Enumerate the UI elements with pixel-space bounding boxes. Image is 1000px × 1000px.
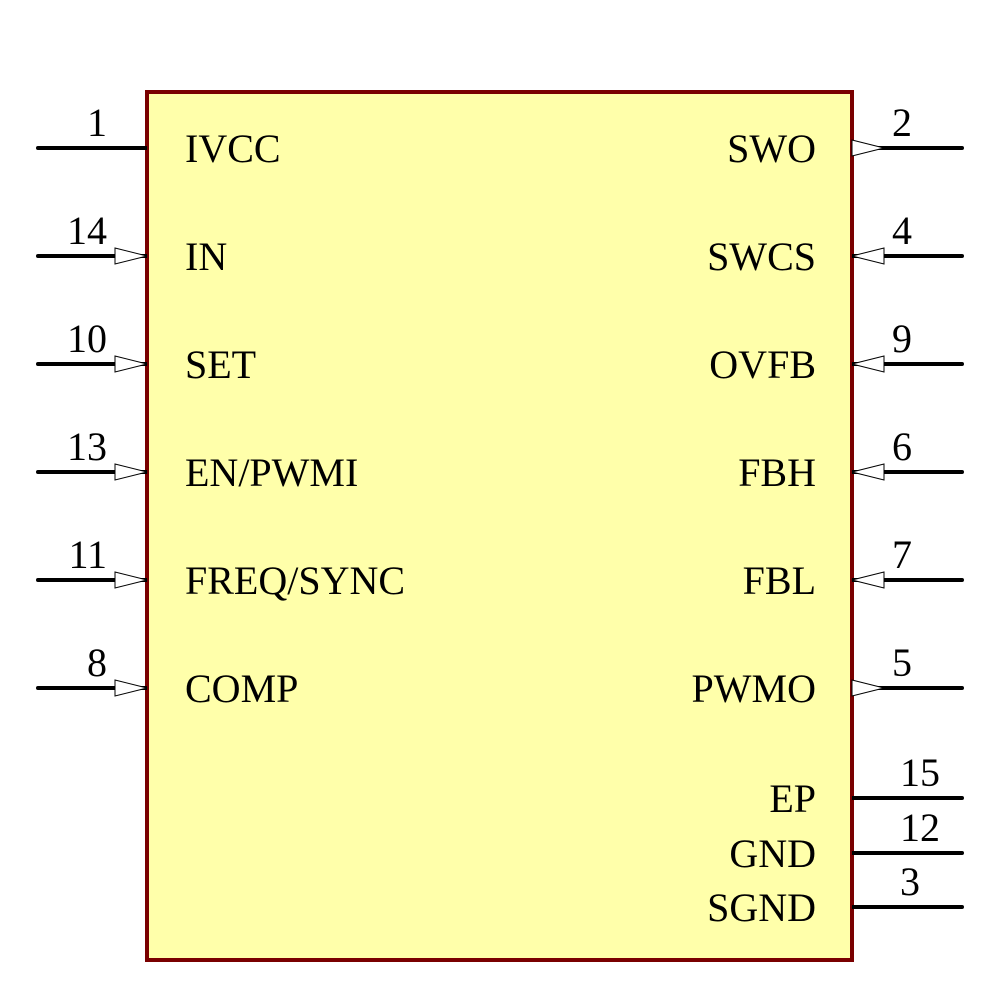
pin-arrow-pwmo-icon xyxy=(851,679,885,697)
pin-number-in: 14 xyxy=(67,208,107,253)
pin-number-ivcc: 1 xyxy=(87,100,107,145)
pin-arrow-en-pwmi-icon xyxy=(114,463,148,481)
ic-body xyxy=(145,90,854,962)
pin-end-in[interactable] xyxy=(36,254,40,258)
pin-arrow-set-icon xyxy=(114,355,148,373)
pin-arrow-fbh-icon xyxy=(851,463,885,481)
pin-name-swcs: SWCS xyxy=(707,234,816,279)
pin-name-fbh: FBH xyxy=(738,450,816,495)
pin-end-freq-sync[interactable] xyxy=(36,578,40,582)
pin-arrow-swo-icon xyxy=(851,139,885,157)
pin-end-swo[interactable] xyxy=(960,146,964,150)
pin-name-gnd: GND xyxy=(729,831,816,876)
pin-end-swcs[interactable] xyxy=(960,254,964,258)
pin-name-ovfb: OVFB xyxy=(709,342,816,387)
pin-end-pwmo[interactable] xyxy=(960,686,964,690)
pin-end-ovfb[interactable] xyxy=(960,362,964,366)
pin-number-pwmo: 5 xyxy=(892,640,912,685)
pin-number-comp: 8 xyxy=(87,640,107,685)
pin-number-set: 10 xyxy=(67,316,107,361)
pin-name-fbl: FBL xyxy=(743,558,816,603)
pin-name-en-pwmi: EN/PWMI xyxy=(185,450,358,495)
pin-name-freq-sync: FREQ/SYNC xyxy=(185,558,405,603)
pin-number-freq-sync: 11 xyxy=(68,532,107,577)
pin-number-gnd: 12 xyxy=(900,805,940,850)
pin-name-comp: COMP xyxy=(185,666,298,711)
pin-end-fbh[interactable] xyxy=(960,470,964,474)
pin-end-gnd[interactable] xyxy=(960,851,964,855)
pin-name-in: IN xyxy=(185,234,227,279)
pin-name-sgnd: SGND xyxy=(707,885,816,930)
pin-name-swo: SWO xyxy=(727,126,816,171)
pin-number-ovfb: 9 xyxy=(892,316,912,361)
pin-number-sgnd: 3 xyxy=(900,859,920,904)
pin-end-comp[interactable] xyxy=(36,686,40,690)
pin-end-ivcc[interactable] xyxy=(36,146,40,150)
pin-arrow-swcs-icon xyxy=(851,247,885,265)
pin-end-ep[interactable] xyxy=(960,796,964,800)
pin-number-fbl: 7 xyxy=(892,532,912,577)
pin-name-ep: EP xyxy=(769,776,816,821)
pin-end-sgnd[interactable] xyxy=(960,905,964,909)
pin-number-en-pwmi: 13 xyxy=(67,424,107,469)
pin-arrow-fbl-icon xyxy=(851,571,885,589)
pin-end-en-pwmi[interactable] xyxy=(36,470,40,474)
pin-name-ivcc: IVCC xyxy=(185,126,281,171)
pin-end-fbl[interactable] xyxy=(960,578,964,582)
pin-number-swo: 2 xyxy=(892,100,912,145)
pin-number-swcs: 4 xyxy=(892,208,912,253)
pin-end-set[interactable] xyxy=(36,362,40,366)
pin-name-pwmo: PWMO xyxy=(692,666,816,711)
pin-arrow-ovfb-icon xyxy=(851,355,885,373)
pin-name-set: SET xyxy=(185,342,256,387)
pin-number-ep: 15 xyxy=(900,750,940,795)
pin-arrow-comp-icon xyxy=(114,679,148,697)
pin-arrow-freq-sync-icon xyxy=(114,571,148,589)
pin-arrow-in-icon xyxy=(114,247,148,265)
pin-number-fbh: 6 xyxy=(892,424,912,469)
